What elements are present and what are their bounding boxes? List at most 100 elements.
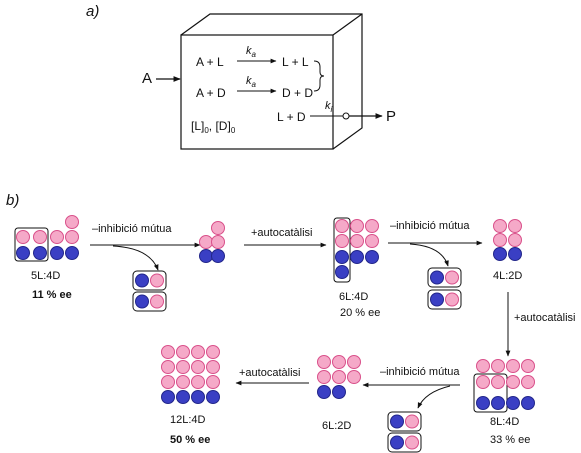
molecule-L [521, 359, 535, 373]
molecule-D [491, 396, 505, 410]
molecule-L [176, 345, 190, 359]
molecule-L [206, 360, 220, 374]
state1-pairs-frame [14, 227, 49, 262]
molecule-L [347, 370, 361, 384]
step5-removed-pairs [387, 411, 422, 453]
step6-label: +autocatàlisi [239, 367, 300, 379]
molecule-D [211, 249, 225, 263]
molecule-L [332, 355, 346, 369]
initial-conditions: [L]0, [D]0 [191, 119, 236, 135]
molecule-L [493, 233, 507, 247]
panel-label-b: b) [6, 192, 19, 209]
state4-molecules [476, 359, 535, 410]
molecule-D [332, 385, 346, 399]
molecule-L [33, 230, 47, 244]
molecule-L [491, 375, 505, 389]
molecule-D [350, 250, 364, 264]
step3-removal-arrow [409, 243, 449, 267]
molecule-D [50, 246, 64, 260]
molecule-L [211, 221, 225, 235]
molecule-L [508, 233, 522, 247]
step2-label: +autocatàlisi [251, 227, 312, 239]
panel-label-a: a) [86, 3, 99, 20]
molecule-L [521, 375, 535, 389]
molecule-D [191, 390, 205, 404]
reaction1-rate: ka [246, 45, 257, 59]
molecule-L [365, 219, 379, 233]
state4-ee: 33 % ee [490, 434, 530, 446]
molecule-L [176, 360, 190, 374]
molecule-L [335, 234, 349, 248]
state1-ratio: 5L:4D [31, 270, 60, 282]
molecule-L [191, 360, 205, 374]
molecule-L [199, 235, 213, 249]
molecule-D [365, 250, 379, 264]
molecule-L [335, 219, 349, 233]
molecule-L [150, 273, 164, 288]
reaction2-rate: ka [246, 75, 257, 89]
state1-ee: 11 % ee [32, 289, 72, 301]
molecule-D [476, 396, 490, 410]
molecule-D [430, 292, 444, 307]
molecule-L [508, 219, 522, 233]
state1-molecules [16, 215, 79, 260]
molecule-L [16, 230, 30, 244]
molecule-D [390, 414, 404, 429]
step5-label: –inhibició mútua [380, 366, 460, 378]
molecule-D [317, 385, 331, 399]
molecule-L [211, 235, 225, 249]
molecule-L [332, 370, 346, 384]
molecule-D [430, 270, 444, 285]
molecule-L [206, 345, 220, 359]
molecule-L [317, 370, 331, 384]
molecule-D [16, 246, 30, 260]
molecule-L [50, 230, 64, 244]
molecule-L [476, 375, 490, 389]
intermediate-cluster-1 [199, 221, 225, 263]
autocatalysis-brace [313, 60, 325, 92]
molecule-L [161, 375, 175, 389]
molecule-D [390, 435, 404, 450]
molecule-L [176, 375, 190, 389]
molecule-D [176, 390, 190, 404]
molecule-L [161, 360, 175, 374]
state4-pairs-frame [473, 373, 508, 413]
molecule-L [445, 292, 459, 307]
state6-molecules [161, 345, 220, 404]
molecule-L [347, 355, 361, 369]
state3-ratio: 4L:2D [493, 270, 522, 282]
molecule-L [405, 435, 419, 450]
molecule-L [65, 215, 79, 229]
step1-removal-arrow [112, 245, 159, 271]
reaction3-rate: ki [325, 100, 333, 114]
molecule-D [335, 265, 349, 279]
state6-ee: 50 % ee [170, 434, 210, 446]
state2-ratio: 6L:4D [339, 291, 368, 303]
molecule-D [135, 273, 149, 288]
step4-label: +autocatàlisi [514, 312, 575, 324]
reaction1-reactants: A + L [196, 55, 224, 69]
reaction3-reactants: L + D [277, 110, 306, 124]
molecule-D [65, 246, 79, 260]
step1-removed-pairs [132, 270, 167, 312]
molecule-L [506, 375, 520, 389]
state2-ee: 20 % ee [340, 307, 380, 319]
molecule-D [33, 246, 47, 260]
state3-molecules [493, 219, 522, 261]
molecule-L [365, 234, 379, 248]
step3-removed-pairs [427, 267, 462, 310]
molecule-D [199, 249, 213, 263]
molecule-L [445, 270, 459, 285]
step3-label: –inhibició mútua [390, 220, 470, 232]
state2-pairs-frame [333, 217, 351, 283]
molecule-D [135, 294, 149, 309]
state6-ratio: 12L:4D [170, 414, 206, 426]
molecule-L [350, 219, 364, 233]
state2-molecules [335, 219, 379, 279]
molecule-D [506, 396, 520, 410]
input-label-A: A [142, 70, 152, 87]
molecule-L [65, 230, 79, 244]
molecule-D [508, 247, 522, 261]
reactor-box [180, 13, 363, 150]
state5-molecules [317, 355, 361, 399]
